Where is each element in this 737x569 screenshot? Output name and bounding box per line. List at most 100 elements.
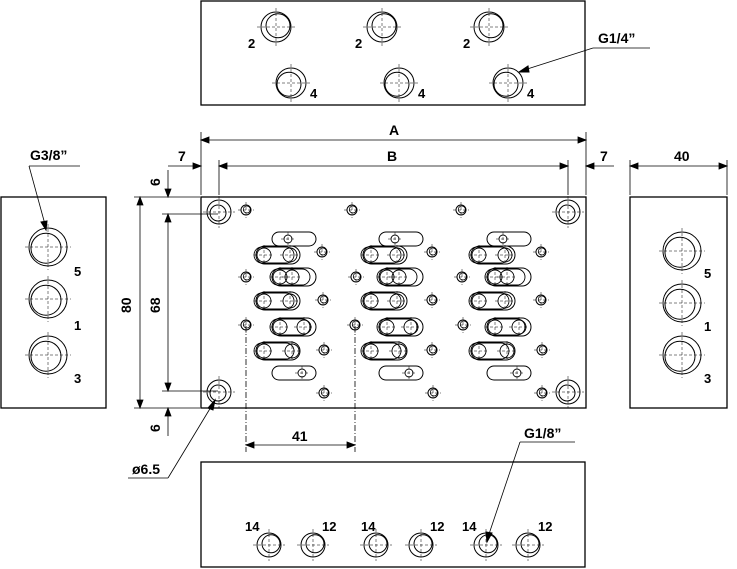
dimension-6-top-label: 6 bbox=[147, 178, 163, 186]
mounting-hole bbox=[203, 196, 235, 228]
valve-slot bbox=[376, 317, 424, 337]
small-hole bbox=[314, 244, 330, 260]
port-label-p4: 4 bbox=[418, 86, 426, 101]
port-label-p12: 12 bbox=[322, 519, 336, 534]
valve-slot bbox=[468, 291, 516, 311]
port-label-p1: 1 bbox=[74, 318, 81, 333]
valve-slot bbox=[378, 365, 424, 381]
valve-slot bbox=[378, 231, 424, 247]
port-circle bbox=[253, 529, 285, 561]
port-circle bbox=[25, 276, 71, 322]
mounting-hole bbox=[552, 376, 584, 408]
left-side-view: G3/8” bbox=[0, 147, 107, 409]
small-hole bbox=[238, 269, 254, 285]
bottom-view-body bbox=[200, 461, 586, 568]
port-4 bbox=[380, 64, 418, 102]
port-circle bbox=[405, 529, 437, 561]
dimension-b bbox=[168, 160, 614, 195]
port-label-p12: 12 bbox=[538, 519, 552, 534]
valve-slot bbox=[468, 245, 516, 265]
dimension-68-label: 68 bbox=[147, 297, 163, 313]
left-view-ports bbox=[25, 224, 71, 378]
port-circle bbox=[659, 280, 705, 326]
port-circle bbox=[360, 529, 392, 561]
port-label-p14: 14 bbox=[361, 519, 376, 534]
dimension-6-bottom-label: 6 bbox=[147, 424, 163, 432]
port-4 bbox=[489, 64, 527, 102]
dimension-80 bbox=[134, 195, 200, 410]
small-hole bbox=[348, 269, 364, 285]
right-view-ports bbox=[659, 228, 705, 378]
small-hole bbox=[425, 385, 441, 401]
small-hole bbox=[344, 202, 360, 218]
dimension-68 bbox=[162, 170, 218, 436]
port-label-p5: 5 bbox=[74, 264, 81, 279]
small-hole bbox=[454, 269, 470, 285]
top-view-ports-2 bbox=[257, 8, 508, 46]
top-view-body bbox=[200, 0, 586, 106]
valve-slot bbox=[253, 341, 302, 361]
port-4 bbox=[272, 64, 310, 102]
dimension-80-label: 80 bbox=[118, 297, 134, 313]
valve-slot bbox=[360, 291, 408, 311]
port-circle bbox=[659, 332, 705, 378]
mounting-holes bbox=[203, 196, 584, 408]
g14-leader bbox=[520, 47, 594, 72]
g38-leader bbox=[28, 165, 47, 229]
mounting-hole bbox=[203, 376, 235, 408]
bottom-view-ports bbox=[253, 529, 544, 561]
port-label-p2: 2 bbox=[463, 36, 470, 51]
port-circle bbox=[297, 529, 329, 561]
port-label-p3: 3 bbox=[74, 371, 81, 386]
port-label-p12: 12 bbox=[430, 519, 444, 534]
port-2 bbox=[257, 8, 295, 46]
bottom-view: G1/8” bbox=[200, 425, 586, 568]
small-hole bbox=[533, 244, 549, 260]
valve-slot bbox=[269, 267, 317, 287]
small-hole bbox=[455, 317, 471, 333]
valve-slot bbox=[486, 231, 532, 247]
port-circle bbox=[25, 332, 71, 378]
port-label-p2: 2 bbox=[355, 36, 362, 51]
valve-slot bbox=[376, 267, 424, 287]
g18-arrowhead bbox=[485, 531, 493, 544]
right-side-view bbox=[629, 196, 728, 409]
port-label-p14: 14 bbox=[245, 519, 260, 534]
port-circle bbox=[25, 224, 71, 270]
valve-slot bbox=[484, 267, 532, 287]
valve-slot bbox=[360, 341, 409, 361]
hole-diameter-callout: ø6.5 bbox=[132, 461, 160, 477]
hole-leader bbox=[167, 401, 215, 479]
g38-callout: G3/8” bbox=[30, 147, 67, 163]
small-hole bbox=[315, 292, 331, 308]
port-2 bbox=[470, 8, 508, 46]
top-view: G1/4” bbox=[200, 0, 650, 106]
valve-slot bbox=[360, 245, 408, 265]
front-view-body bbox=[200, 196, 587, 409]
valve-slots bbox=[253, 231, 532, 381]
dimension-a bbox=[199, 132, 588, 195]
small-hole bbox=[534, 342, 550, 358]
port-2 bbox=[363, 8, 401, 46]
small-hole bbox=[316, 385, 332, 401]
small-holes bbox=[238, 202, 550, 401]
port-label-p5: 5 bbox=[704, 266, 711, 281]
small-hole bbox=[453, 202, 469, 218]
valve-slot bbox=[468, 341, 517, 361]
small-hole bbox=[424, 244, 440, 260]
port-label-p14: 14 bbox=[462, 519, 477, 534]
dimension-41-label: 41 bbox=[292, 428, 308, 444]
small-hole bbox=[316, 342, 332, 358]
port-label-p3: 3 bbox=[704, 371, 711, 386]
valve-slot bbox=[269, 317, 317, 337]
dimension-40-label: 40 bbox=[674, 148, 690, 164]
port-circle bbox=[659, 228, 705, 274]
small-hole bbox=[238, 202, 254, 218]
mounting-hole bbox=[552, 196, 584, 228]
valve-slot bbox=[253, 291, 301, 311]
small-hole bbox=[533, 292, 549, 308]
small-hole bbox=[534, 385, 550, 401]
port-label-p2: 2 bbox=[248, 36, 255, 51]
